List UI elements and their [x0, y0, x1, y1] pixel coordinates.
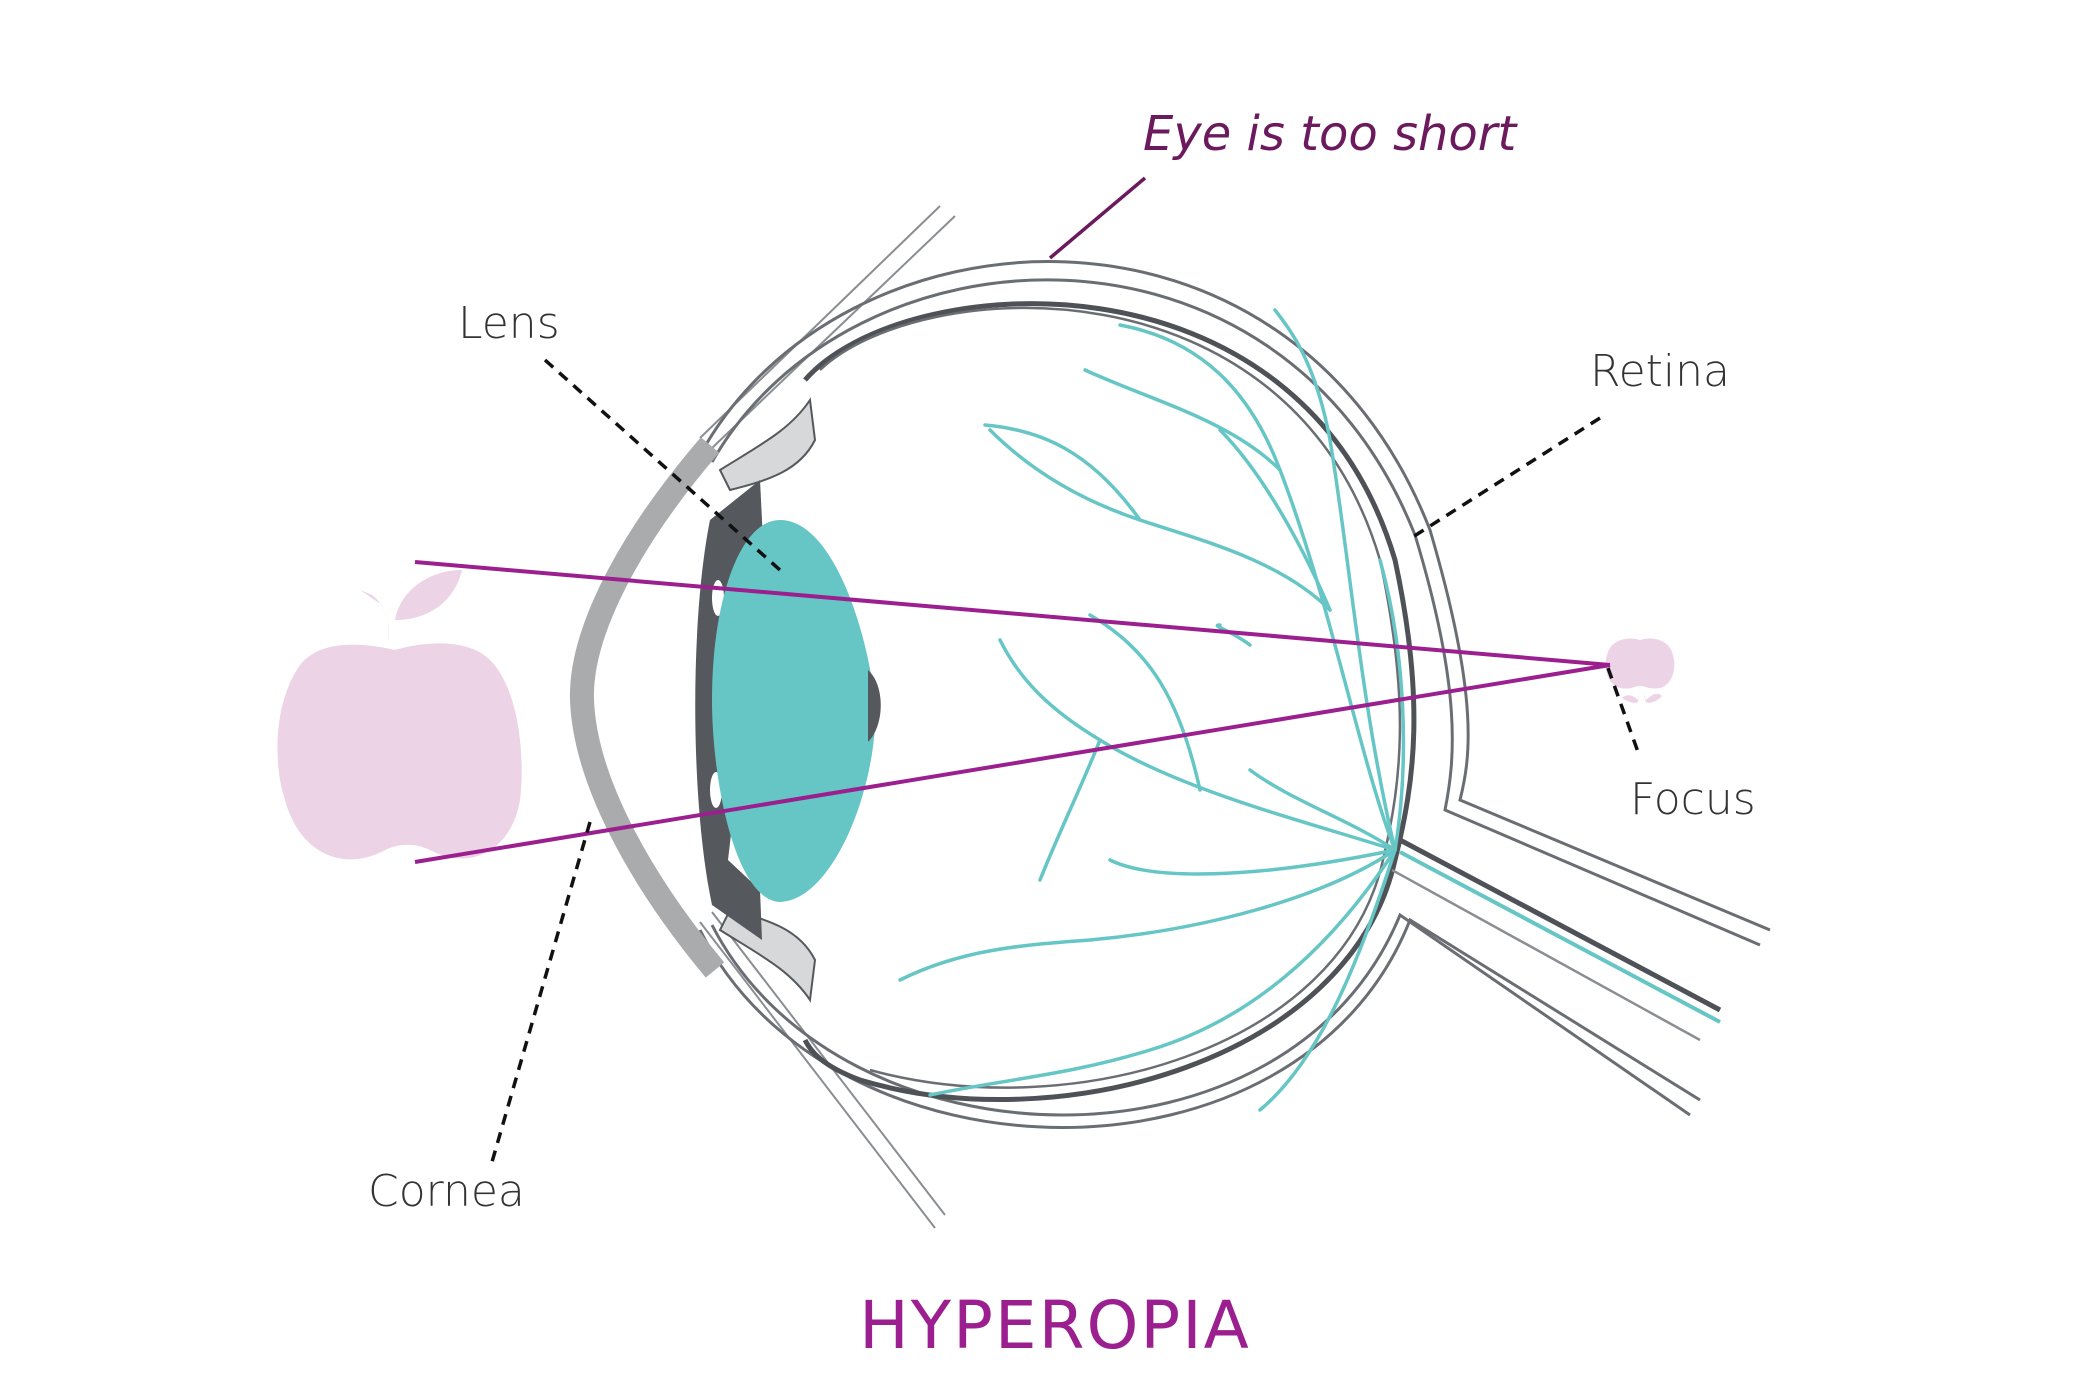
label-retina: Retina	[1590, 346, 1730, 397]
light-rays	[414, 560, 1611, 864]
annotation-text: Eye is too short	[1143, 106, 1518, 162]
label-lens: Lens	[458, 298, 560, 349]
label-focus: Focus	[1630, 774, 1756, 825]
apple-icon	[277, 570, 522, 860]
annotation-leader	[1048, 176, 1147, 260]
cornea	[569, 437, 725, 978]
small-apple-icon	[1605, 638, 1675, 703]
leader-lines	[490, 358, 1640, 1163]
label-cornea: Cornea	[368, 1166, 525, 1217]
diagram-title: HYPEROPIA	[859, 1287, 1251, 1364]
sclera	[698, 260, 1771, 1129]
lens	[712, 520, 876, 902]
choroid-layer	[819, 306, 1402, 1089]
retinal-vessels	[898, 308, 1406, 1112]
lens-rear-bulge	[868, 670, 881, 742]
optic-nerve	[1391, 837, 1722, 1042]
retina-layer	[802, 301, 1417, 1102]
